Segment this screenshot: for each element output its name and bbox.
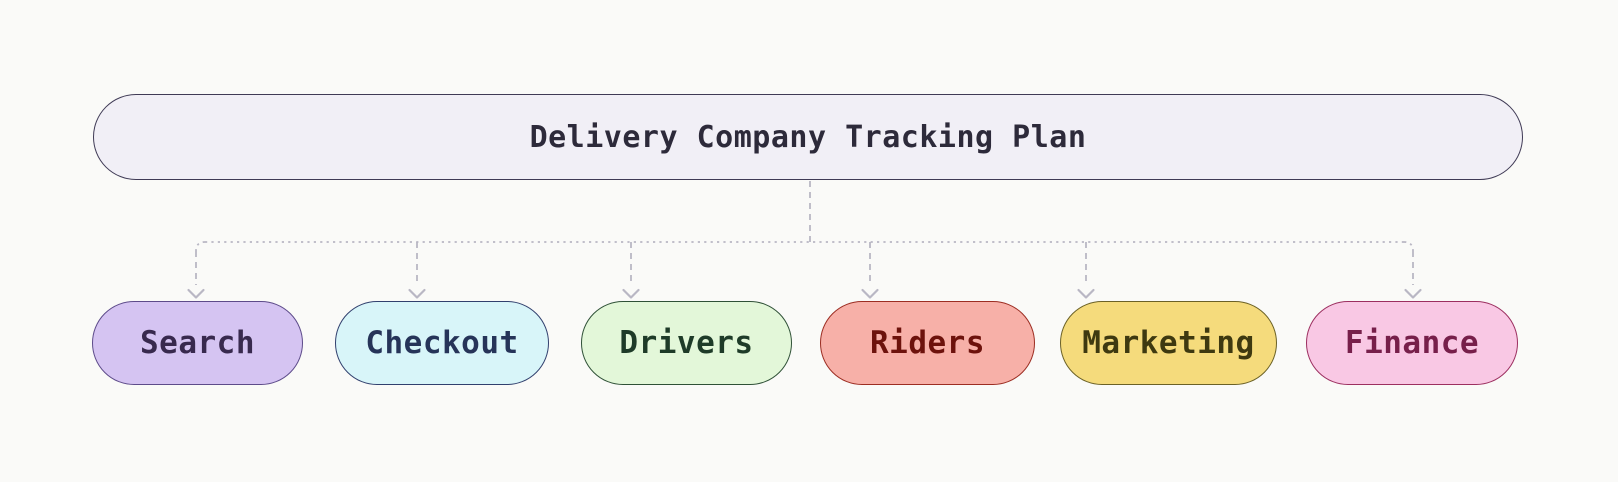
arrow-down-icon — [622, 288, 640, 299]
arrow-down-icon — [187, 288, 205, 299]
node-label: Drivers — [619, 325, 754, 361]
connector-corner-left — [195, 241, 206, 252]
node-riders[interactable]: Riders — [820, 301, 1035, 385]
arrow-down-icon — [1077, 288, 1095, 299]
node-drivers[interactable]: Drivers — [581, 301, 792, 385]
node-finance[interactable]: Finance — [1306, 301, 1518, 385]
node-label: Search — [140, 325, 255, 361]
node-checkout[interactable]: Checkout — [335, 301, 549, 385]
arrow-down-icon — [861, 288, 879, 299]
node-label: Riders — [870, 325, 985, 361]
connector-corner-right — [1403, 241, 1414, 252]
node-label: Checkout — [365, 325, 519, 361]
root-node-label: Delivery Company Tracking Plan — [529, 119, 1087, 155]
node-label: Finance — [1344, 325, 1480, 361]
arrow-down-icon — [1404, 288, 1422, 299]
node-marketing[interactable]: Marketing — [1060, 301, 1277, 385]
arrow-down-icon — [408, 288, 426, 299]
node-search[interactable]: Search — [92, 301, 303, 385]
node-label: Marketing — [1082, 325, 1255, 361]
node-root-tracking-plan[interactable]: Delivery Company Tracking Plan — [93, 94, 1523, 180]
